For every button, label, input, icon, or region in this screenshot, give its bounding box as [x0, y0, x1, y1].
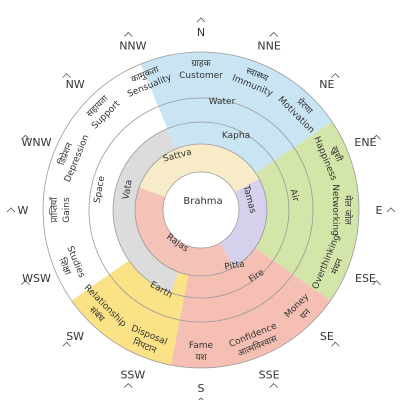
zone-hindi-label: मेल जोल [342, 195, 354, 225]
nne-direction-caret-icon [269, 31, 278, 37]
south-direction-label: S [198, 382, 205, 395]
ne-direction-caret-icon [331, 73, 340, 78]
nnw-direction-caret-icon [124, 31, 133, 37]
dosha-label-vata: Vata [121, 179, 134, 200]
ring-outline-0 [42, 51, 360, 369]
inner-rings [88, 106, 267, 293]
ring-outline-1 [88, 97, 314, 323]
ring-outline-3 [134, 143, 268, 277]
zone-hindi-label: प्राप्तियाँ [48, 196, 60, 222]
dosha-label-kapha: Kapha [222, 131, 250, 141]
direction-labels: N NNE NE ENE E ESE SE SSE S SSW SW WSW W WNW NW NNW [6, 17, 396, 400]
zone-hindi-label: यश [195, 353, 207, 363]
wnw-direction-label: WNW [22, 136, 52, 149]
sse-direction-caret-icon [269, 382, 278, 388]
north-direction-label: N [197, 26, 205, 39]
south-direction-caret-icon [198, 397, 204, 400]
zone-hindi-label: ग्राहक [191, 59, 211, 69]
north-direction-caret-icon [196, 17, 206, 23]
element-label-water: Water [209, 97, 236, 107]
sw-direction-caret-icon [62, 341, 71, 347]
se-direction-label: SE [320, 330, 334, 343]
north-band [140, 51, 332, 174]
ring-outline-2 [112, 121, 290, 299]
vata-ring [112, 128, 179, 293]
west-direction-label: W [18, 204, 29, 217]
wsw-direction-label: WSW [22, 272, 51, 285]
zone-english-label: Customer [179, 71, 223, 81]
east-direction-caret-icon [386, 207, 396, 213]
nw-direction-label: NW [66, 78, 85, 91]
ssw-direction-label: SSW [120, 368, 145, 381]
se-direction-caret-icon [331, 341, 340, 347]
sw-direction-label: SW [66, 330, 84, 343]
ring-outlines [42, 51, 360, 369]
brahma-core [162, 171, 240, 249]
ssw-direction-caret-icon [124, 382, 133, 388]
east-band [255, 121, 359, 301]
zone-english-label: Fame [189, 341, 214, 351]
zone-english-label: Networking [330, 184, 340, 236]
zone-english-label: Gains [62, 197, 72, 223]
nne-direction-label: NNE [257, 40, 280, 53]
element-label-space: Space [93, 175, 108, 204]
nw-direction-caret-icon [62, 73, 71, 78]
ese-direction-caret-icon [372, 280, 381, 285]
ese-direction-label: ESE [355, 272, 376, 285]
center-label: Brahma [183, 196, 222, 207]
sse-direction-label: SSE [259, 368, 280, 381]
element-label-air: Air [288, 188, 301, 203]
east-direction-label: E [376, 204, 383, 217]
wnw-direction-caret-icon [21, 134, 30, 140]
nnw-direction-label: NNW [119, 40, 146, 53]
ne-direction-label: NE [319, 78, 334, 91]
ene-direction-caret-icon [372, 134, 381, 140]
dosha-label-pitta: Pitta [224, 259, 246, 272]
west-direction-caret-icon [6, 207, 16, 213]
ene-direction-label: ENE [354, 136, 376, 149]
wsw-direction-caret-icon [21, 280, 30, 285]
